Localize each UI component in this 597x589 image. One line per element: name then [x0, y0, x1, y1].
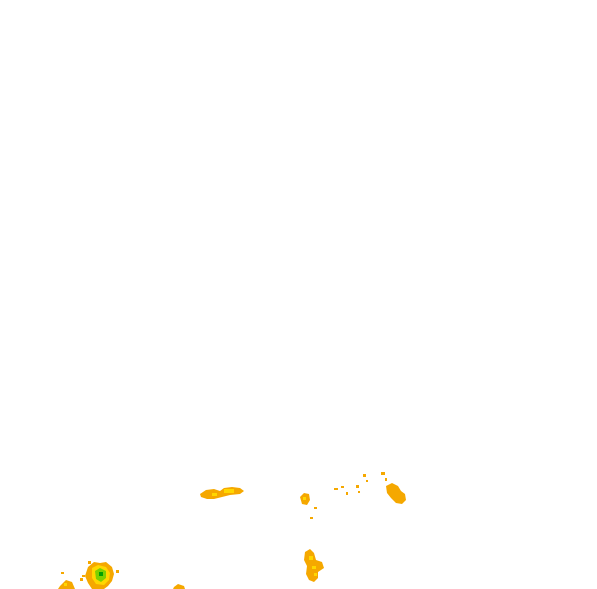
radar-cell-3 [334, 472, 387, 495]
radar-cell-7 [58, 572, 83, 589]
radar-cell-8 [173, 584, 185, 589]
radar-cell-1 [200, 487, 244, 499]
radar-cell-2 [300, 493, 317, 519]
radar-cell-5 [304, 549, 324, 582]
radar-cell-4 [386, 483, 406, 504]
radar-cell-6 [82, 561, 119, 589]
